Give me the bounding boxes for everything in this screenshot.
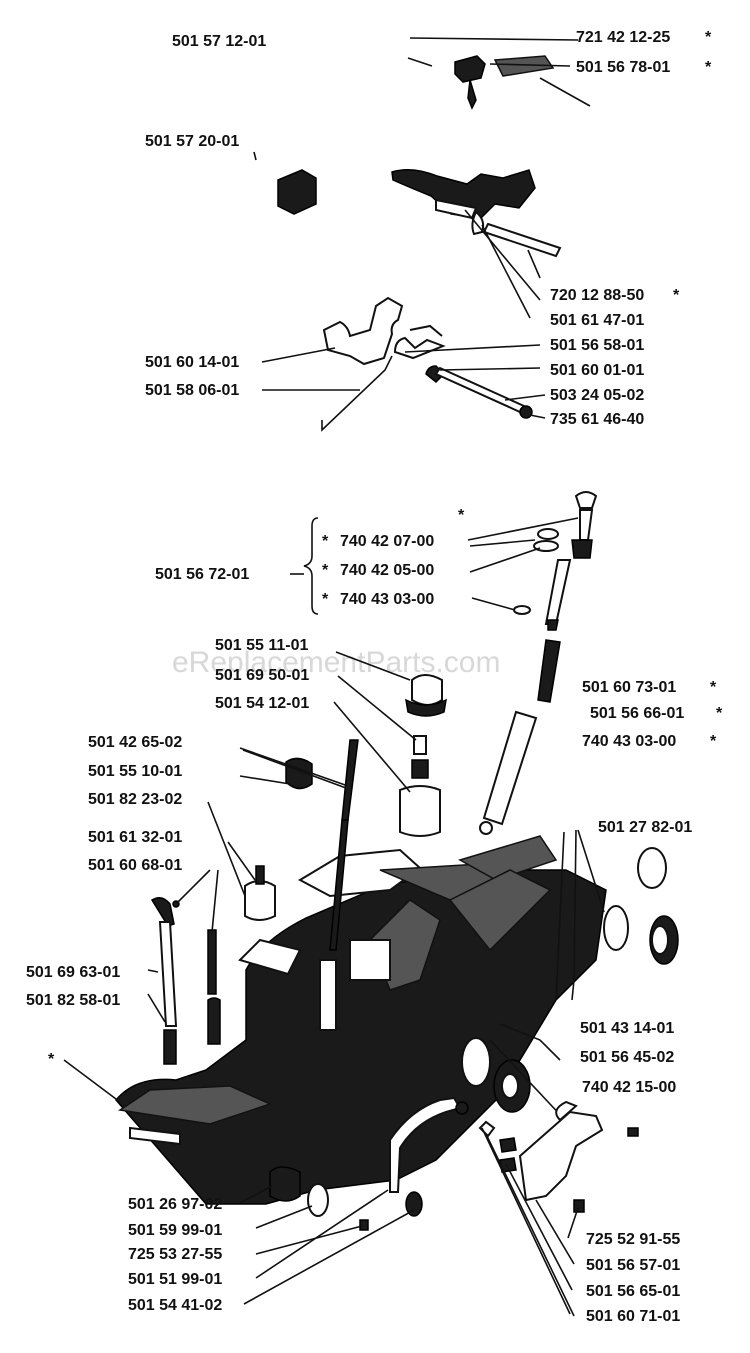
fuel-hose-part [150, 897, 221, 1065]
asterisk-marker: * [710, 679, 717, 696]
label-501-69-50-01: 501 69 50-01 [215, 667, 309, 684]
dipstick-part [329, 739, 359, 951]
label-501-61-32-01: 501 61 32-01 [88, 829, 182, 846]
label-740-43-03-00-a: 740 43 03-00 [340, 591, 434, 608]
fuel-pickup-part [244, 865, 276, 921]
label-501-56-65-01: 501 56 65-01 [586, 1283, 680, 1300]
asterisk-marker: * [710, 733, 717, 750]
label-501-54-12-01: 501 54 12-01 [215, 695, 309, 712]
label-501-42-65-02: 501 42 65-02 [88, 734, 182, 751]
label-501-51-99-01: 501 51 99-01 [128, 1271, 222, 1288]
label-501-43-14-01: 501 43 14-01 [580, 1020, 674, 1037]
label-501-56-72-01: 501 56 72-01 [155, 566, 249, 583]
label-501-55-11-01: 501 55 11-01 [215, 637, 309, 654]
label-740-42-05-00: 740 42 05-00 [340, 562, 434, 579]
throttle-trigger-part [391, 169, 562, 258]
starter-seal-parts [603, 847, 679, 965]
label-501-57-20-01: 501 57 20-01 [145, 133, 239, 150]
lower-mount-parts [269, 1096, 517, 1231]
rubber-block-part [253, 151, 317, 215]
filler-cap-assembly [479, 491, 598, 835]
label-501-60-14-01: 501 60 14-01 [145, 354, 239, 371]
label-501-56-66-01: 501 56 66-01 [590, 705, 684, 722]
label-501-82-58-01: 501 82 58-01 [26, 992, 120, 1009]
label-501-61-47-01: 501 61 47-01 [550, 312, 644, 329]
label-501-57-12-01: 501 57 12-01 [172, 33, 266, 50]
label-503-24-05-02: 503 24 05-02 [550, 387, 644, 404]
label-501-55-10-01: 501 55 10-01 [88, 763, 182, 780]
label-501-69-63-01: 501 69 63-01 [26, 964, 120, 981]
label-501-56-45-02: 501 56 45-02 [580, 1049, 674, 1066]
asterisk-marker: * [705, 29, 712, 46]
label-735-61-46-40: 735 61 46-40 [550, 411, 644, 428]
label-721-42-12-25: 721 42 12-25 [576, 29, 670, 46]
asterisk-marker: * [48, 1051, 55, 1068]
part-number-labels: 501 57 12-01 721 42 12-25 501 56 78-01 5… [26, 29, 692, 1325]
tank-handle-housing [115, 835, 607, 1205]
asterisk-markers: * * * * * * * * * * * [48, 29, 723, 1068]
asterisk-marker: * [673, 287, 680, 304]
label-501-59-99-01: 501 59 99-01 [128, 1222, 222, 1239]
label-501-56-58-01: 501 56 58-01 [550, 337, 644, 354]
label-740-43-03-00-b: 740 43 03-00 [582, 733, 676, 750]
stop-switch-part [321, 296, 533, 432]
label-725-52-91-55: 725 52 91-55 [586, 1231, 680, 1248]
label-501-58-06-01: 501 58 06-01 [145, 382, 239, 399]
label-501-60-71-01: 501 60 71-01 [586, 1308, 680, 1325]
chain-catcher-part [518, 1100, 639, 1213]
asterisk-marker: * [322, 562, 329, 579]
asterisk-marker: * [322, 533, 329, 550]
label-501-27-82-01: 501 27 82-01 [598, 819, 692, 836]
asterisk-marker: * [716, 705, 723, 722]
throttle-lever-part [407, 55, 591, 110]
label-501-56-78-01: 501 56 78-01 [576, 59, 670, 76]
label-740-42-07-00: 740 42 07-00 [340, 533, 434, 550]
label-501-60-01-01: 501 60 01-01 [550, 362, 644, 379]
label-740-42-15-00: 740 42 15-00 [582, 1079, 676, 1096]
label-501-56-57-01: 501 56 57-01 [586, 1257, 680, 1274]
asterisk-marker: * [458, 507, 465, 524]
label-725-53-27-55: 725 53 27-55 [128, 1246, 222, 1263]
label-501-26-97-02: 501 26 97-02 [128, 1196, 222, 1213]
label-501-82-23-02: 501 82 23-02 [88, 791, 182, 808]
fuel-filter-part [399, 674, 447, 837]
label-501-60-73-01: 501 60 73-01 [582, 679, 676, 696]
label-501-60-68-01: 501 60 68-01 [88, 857, 182, 874]
label-501-54-41-02: 501 54 41-02 [128, 1297, 222, 1314]
label-720-12-88-50: 720 12 88-50 [550, 287, 644, 304]
asterisk-marker: * [322, 591, 329, 608]
asterisk-marker: * [705, 59, 712, 76]
